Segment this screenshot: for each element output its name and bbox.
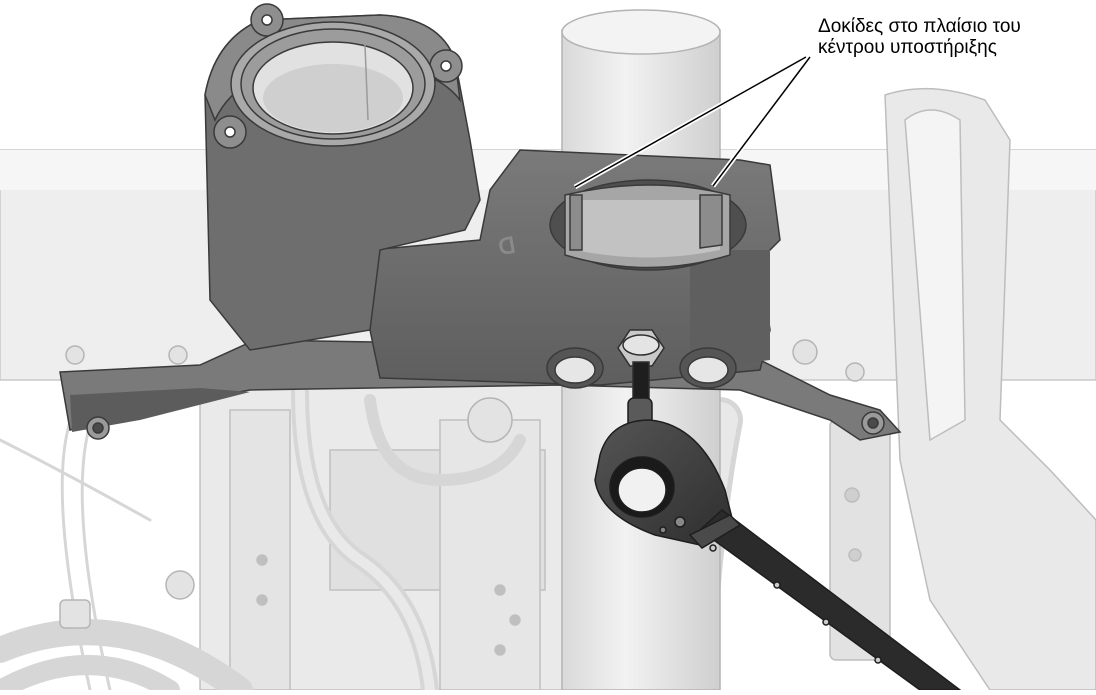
callout-label: Δοκίδες στο πλαίσιο του κέντρου υποστήρι… <box>818 16 1090 58</box>
torque-wrench <box>594 397 963 691</box>
centre-bolt <box>617 329 665 401</box>
callout-line-1: Δοκίδες στο πλαίσιο του <box>818 16 1021 37</box>
callout-leader-lines <box>573 54 812 190</box>
ghost-bolts <box>59 339 865 629</box>
callout-line-2: κέντρου υποστήριξης <box>818 37 997 58</box>
lower-frame <box>199 379 571 691</box>
support-centre-casting: ᗡ <box>59 3 902 441</box>
right-side-bracket <box>829 87 1096 691</box>
svg-text:ᗡ: ᗡ <box>497 232 518 260</box>
